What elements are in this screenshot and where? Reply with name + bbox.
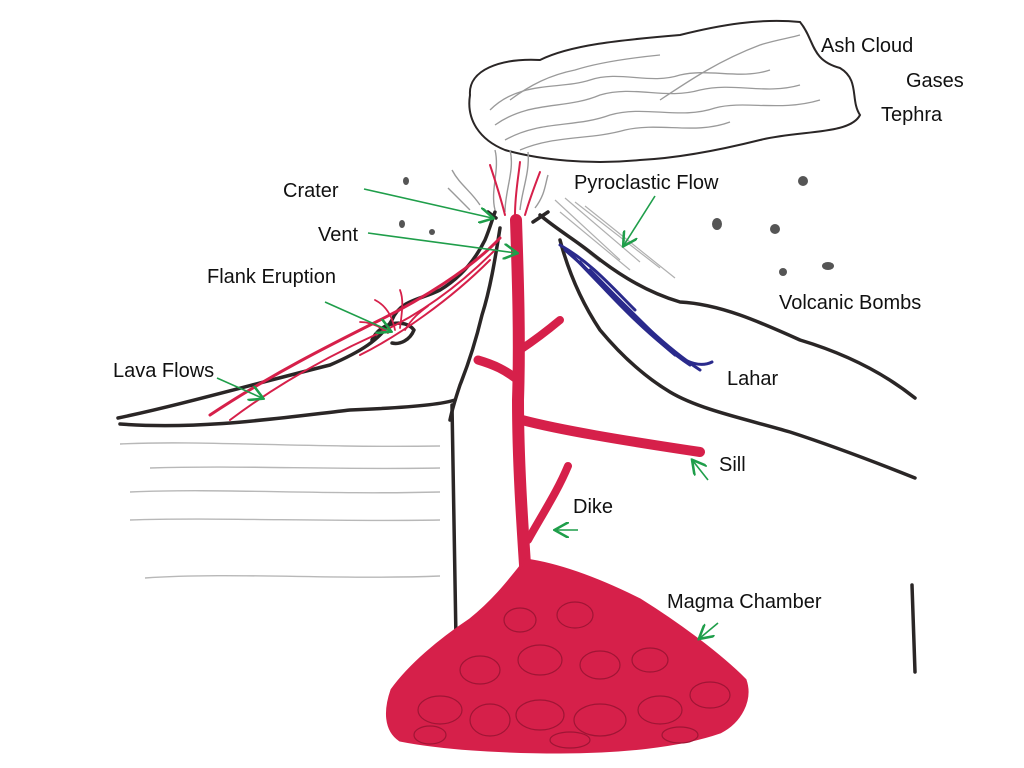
pyroclastic-flow-arrow — [624, 195, 656, 245]
magma-chamber-arrow — [700, 622, 719, 638]
magma-system — [208, 161, 705, 586]
label-lava-flows: Lava Flows — [113, 360, 215, 382]
lahar-flow — [558, 243, 714, 372]
label-magma-chamber: Magma Chamber — [667, 591, 822, 613]
label-pyroclastic-flow: Pyroclastic Flow — [574, 172, 719, 194]
label-flank-eruption: Flank Eruption — [207, 266, 336, 288]
ash-cloud — [468, 19, 862, 163]
label-tephra: Tephra — [881, 104, 943, 126]
magma-chamber — [386, 558, 749, 754]
label-vent: Vent — [318, 224, 359, 246]
label-ash-cloud: Ash Cloud — [821, 35, 914, 57]
flank-eruption-arrow — [324, 301, 390, 331]
label-crater: Crater — [283, 180, 339, 202]
volcano-outline — [116, 210, 917, 674]
strata-lines — [119, 442, 441, 579]
label-arrows — [216, 188, 719, 638]
label-volcanic-bombs: Volcanic Bombs — [779, 292, 922, 314]
eruption-column — [447, 149, 549, 213]
volcanic-bombs — [399, 176, 834, 276]
label-gases: Gases — [906, 70, 964, 92]
label-dike: Dike — [573, 496, 614, 518]
sill-arrow — [693, 461, 709, 481]
lava-flows-arrow — [216, 377, 262, 398]
crater-arrow — [363, 188, 492, 218]
label-lahar: Lahar — [727, 368, 779, 390]
vent-arrow — [367, 232, 516, 253]
label-sill: Sill — [719, 454, 746, 476]
